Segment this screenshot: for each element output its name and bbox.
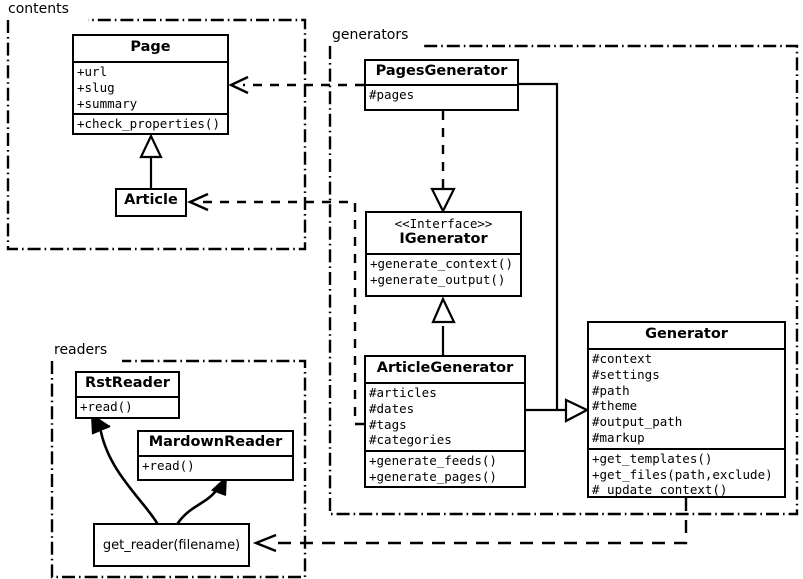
attribute: #dates xyxy=(369,400,415,416)
attribute: +url xyxy=(77,63,108,79)
separator xyxy=(589,447,784,450)
separator xyxy=(366,83,517,86)
class-name-mardownreader: MardownReader xyxy=(148,434,283,450)
attribute: #theme xyxy=(592,398,638,414)
generalization-article-to-page xyxy=(139,133,163,188)
separator xyxy=(589,347,784,350)
package-frame-readers xyxy=(50,359,307,579)
operation: +get_files(path,exclude) xyxy=(592,466,773,482)
package-label-contents: contents xyxy=(8,1,69,17)
package-frame-generators xyxy=(328,44,799,516)
operations-mardownreader: +read() xyxy=(139,457,292,476)
attribute: +summary xyxy=(77,95,138,111)
class-box-pagesgenerator[interactable]: PagesGenerator #pages xyxy=(364,59,519,111)
attributes-pagesgenerator: #pages xyxy=(366,86,517,105)
operation: +get_templates() xyxy=(592,450,713,466)
separator xyxy=(366,450,524,453)
separator xyxy=(77,395,178,398)
attribute: #settings xyxy=(592,366,660,382)
operation: #_update_context() xyxy=(592,482,728,498)
attribute: #path xyxy=(592,382,630,398)
operation: +read() xyxy=(142,457,195,473)
class-name-page: Page xyxy=(130,39,171,55)
attribute: #markup xyxy=(592,429,645,445)
package-frame-contents xyxy=(6,18,307,251)
package-label-generators: generators xyxy=(332,27,409,43)
attribute: #context xyxy=(592,350,653,366)
operation: +generate_output() xyxy=(370,272,506,288)
operation: +read() xyxy=(80,398,133,414)
dependency-generator-to-getreader xyxy=(252,498,688,553)
operation: +check_properties() xyxy=(77,116,220,132)
class-box-articlegenerator[interactable]: ArticleGenerator #articles #dates #tags … xyxy=(364,355,526,488)
class-box-generator[interactable]: Generator #context #settings #path #them… xyxy=(587,321,786,498)
class-box-page[interactable]: Page +url +slug +summary +check_properti… xyxy=(72,34,229,135)
operation: +generate_pages() xyxy=(369,468,497,484)
class-name-pagesgenerator: PagesGenerator xyxy=(375,63,508,79)
attributes-page: +url +slug +summary xyxy=(74,63,227,113)
attribute: +slug xyxy=(77,79,115,95)
function-box-get-reader[interactable]: get_reader(filename) xyxy=(93,523,250,567)
separator xyxy=(367,253,520,256)
attribute: #output_path xyxy=(592,414,683,430)
class-box-igenerator[interactable]: <<Interface>> IGenerator +generate_conte… xyxy=(365,211,522,297)
class-name-article: Article xyxy=(124,192,178,208)
class-name-text: IGenerator xyxy=(399,231,488,248)
association-getreader-to-mardownreader xyxy=(176,476,228,525)
separator xyxy=(74,113,227,116)
dependency-pagesgenerator-to-page xyxy=(228,75,364,95)
class-name-rstreader: RstReader xyxy=(85,375,170,391)
operations-page: +check_properties() xyxy=(74,115,227,134)
separator xyxy=(139,454,292,457)
attribute: #articles xyxy=(369,384,437,400)
class-name-igenerator: <<Interface>> IGenerator xyxy=(367,213,520,253)
separator xyxy=(366,381,524,384)
class-box-article[interactable]: Article xyxy=(115,188,187,217)
attributes-articlegenerator: #articles #dates #tags #categories xyxy=(366,384,524,450)
generalization-articlegenerator-to-igenerator xyxy=(431,296,456,355)
attribute: #tags xyxy=(369,416,407,432)
class-box-rstreader[interactable]: RstReader +read() xyxy=(75,371,180,419)
attribute: #pages xyxy=(369,86,415,102)
operations-generator: +get_templates() +get_files(path,exclude… xyxy=(589,450,784,500)
package-label-readers: readers xyxy=(54,342,108,358)
stereotype-interface: <<Interface>> xyxy=(394,216,493,231)
operations-rstreader: +read() xyxy=(77,398,178,417)
operations-igenerator: +generate_context() +generate_output() xyxy=(367,255,520,290)
class-box-mardownreader[interactable]: MardownReader +read() xyxy=(137,430,294,481)
dependency-articlegenerator-to-article xyxy=(187,192,364,426)
realization-pagesgenerator-to-igenerator xyxy=(430,111,456,214)
operation: +generate_context() xyxy=(370,256,513,272)
separator xyxy=(74,60,227,63)
operation: +generate_feeds() xyxy=(369,453,497,469)
generalization-generators-to-generator xyxy=(519,82,590,423)
attributes-generator: #context #settings #path #theme #output_… xyxy=(589,350,784,448)
operations-articlegenerator: +generate_feeds() +generate_pages() xyxy=(366,452,524,487)
class-name-articlegenerator: ArticleGenerator xyxy=(376,360,514,376)
attribute: #categories xyxy=(369,432,452,448)
class-name-generator: Generator xyxy=(645,326,728,342)
